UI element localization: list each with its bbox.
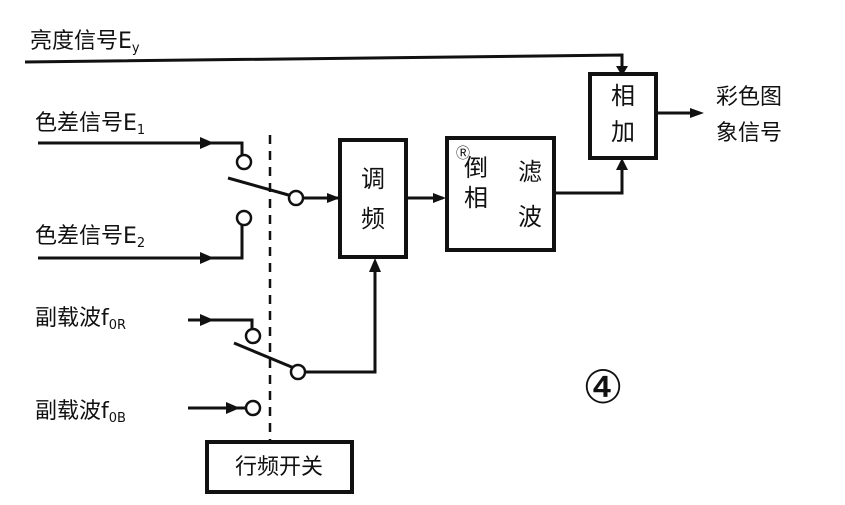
switch2-blade [233, 341, 295, 370]
switch1-blade [227, 176, 293, 198]
filter-corner-mark: Ⓡ [456, 146, 470, 162]
chroma2-contact [235, 209, 253, 227]
output-label-line-1: 彩色图 [716, 85, 782, 110]
phase-filter-block [445, 136, 556, 252]
modulator-input-arrow [327, 193, 340, 203]
switch2-to-modulator [305, 262, 377, 374]
modulator-block [338, 138, 408, 259]
filter-input-arrow [433, 193, 446, 203]
filter-to-adder [554, 161, 624, 195]
modulator-char-2: 频 [361, 205, 385, 233]
subcarrier-b-label: 副载波f0B [35, 399, 126, 426]
chroma1-arrow [200, 137, 214, 149]
subcarrier-b-contact [244, 399, 262, 417]
luminance-arrow [616, 66, 628, 76]
figure-number: ④ [582, 360, 623, 414]
chroma2-arrow [200, 252, 214, 264]
subcarrier-r-label: 副载波f0R [35, 306, 126, 333]
subcarrier-r-arrow [200, 314, 214, 326]
subcarrier-modulator-arrow [369, 258, 381, 272]
chroma2-label: 色差信号E2 [35, 224, 145, 251]
subcarrier-r-contact [244, 327, 262, 345]
subcarrier-b-arrow [226, 402, 240, 414]
adder-char-1: 相 [611, 82, 635, 110]
output-arrow [690, 108, 704, 118]
phase-char-2: 相 [464, 184, 488, 212]
phase-char-1: 倒 [464, 154, 488, 182]
filter-char-1: 滤 [518, 158, 542, 186]
chroma1-contact [235, 153, 253, 171]
luminance-line [24, 53, 624, 70]
line-switch-label: 行频开关 [235, 455, 323, 480]
adder-block [588, 72, 658, 160]
switch2-pivot [289, 363, 307, 381]
adder-char-2: 加 [611, 118, 635, 146]
luminance-label: 亮度信号Ey [30, 29, 140, 56]
subcarrier-r-line [188, 318, 254, 330]
line-switch-block [205, 440, 354, 494]
output-label-line-2: 象信号 [716, 121, 782, 146]
chroma2-line [38, 225, 244, 260]
chroma1-label: 色差信号E1 [35, 111, 145, 138]
filter-char-2: 波 [518, 203, 542, 231]
modulator-char-1: 调 [361, 165, 385, 193]
chroma1-line [38, 141, 244, 155]
adder-input-arrow [616, 158, 628, 170]
switch1-pivot [287, 189, 305, 207]
